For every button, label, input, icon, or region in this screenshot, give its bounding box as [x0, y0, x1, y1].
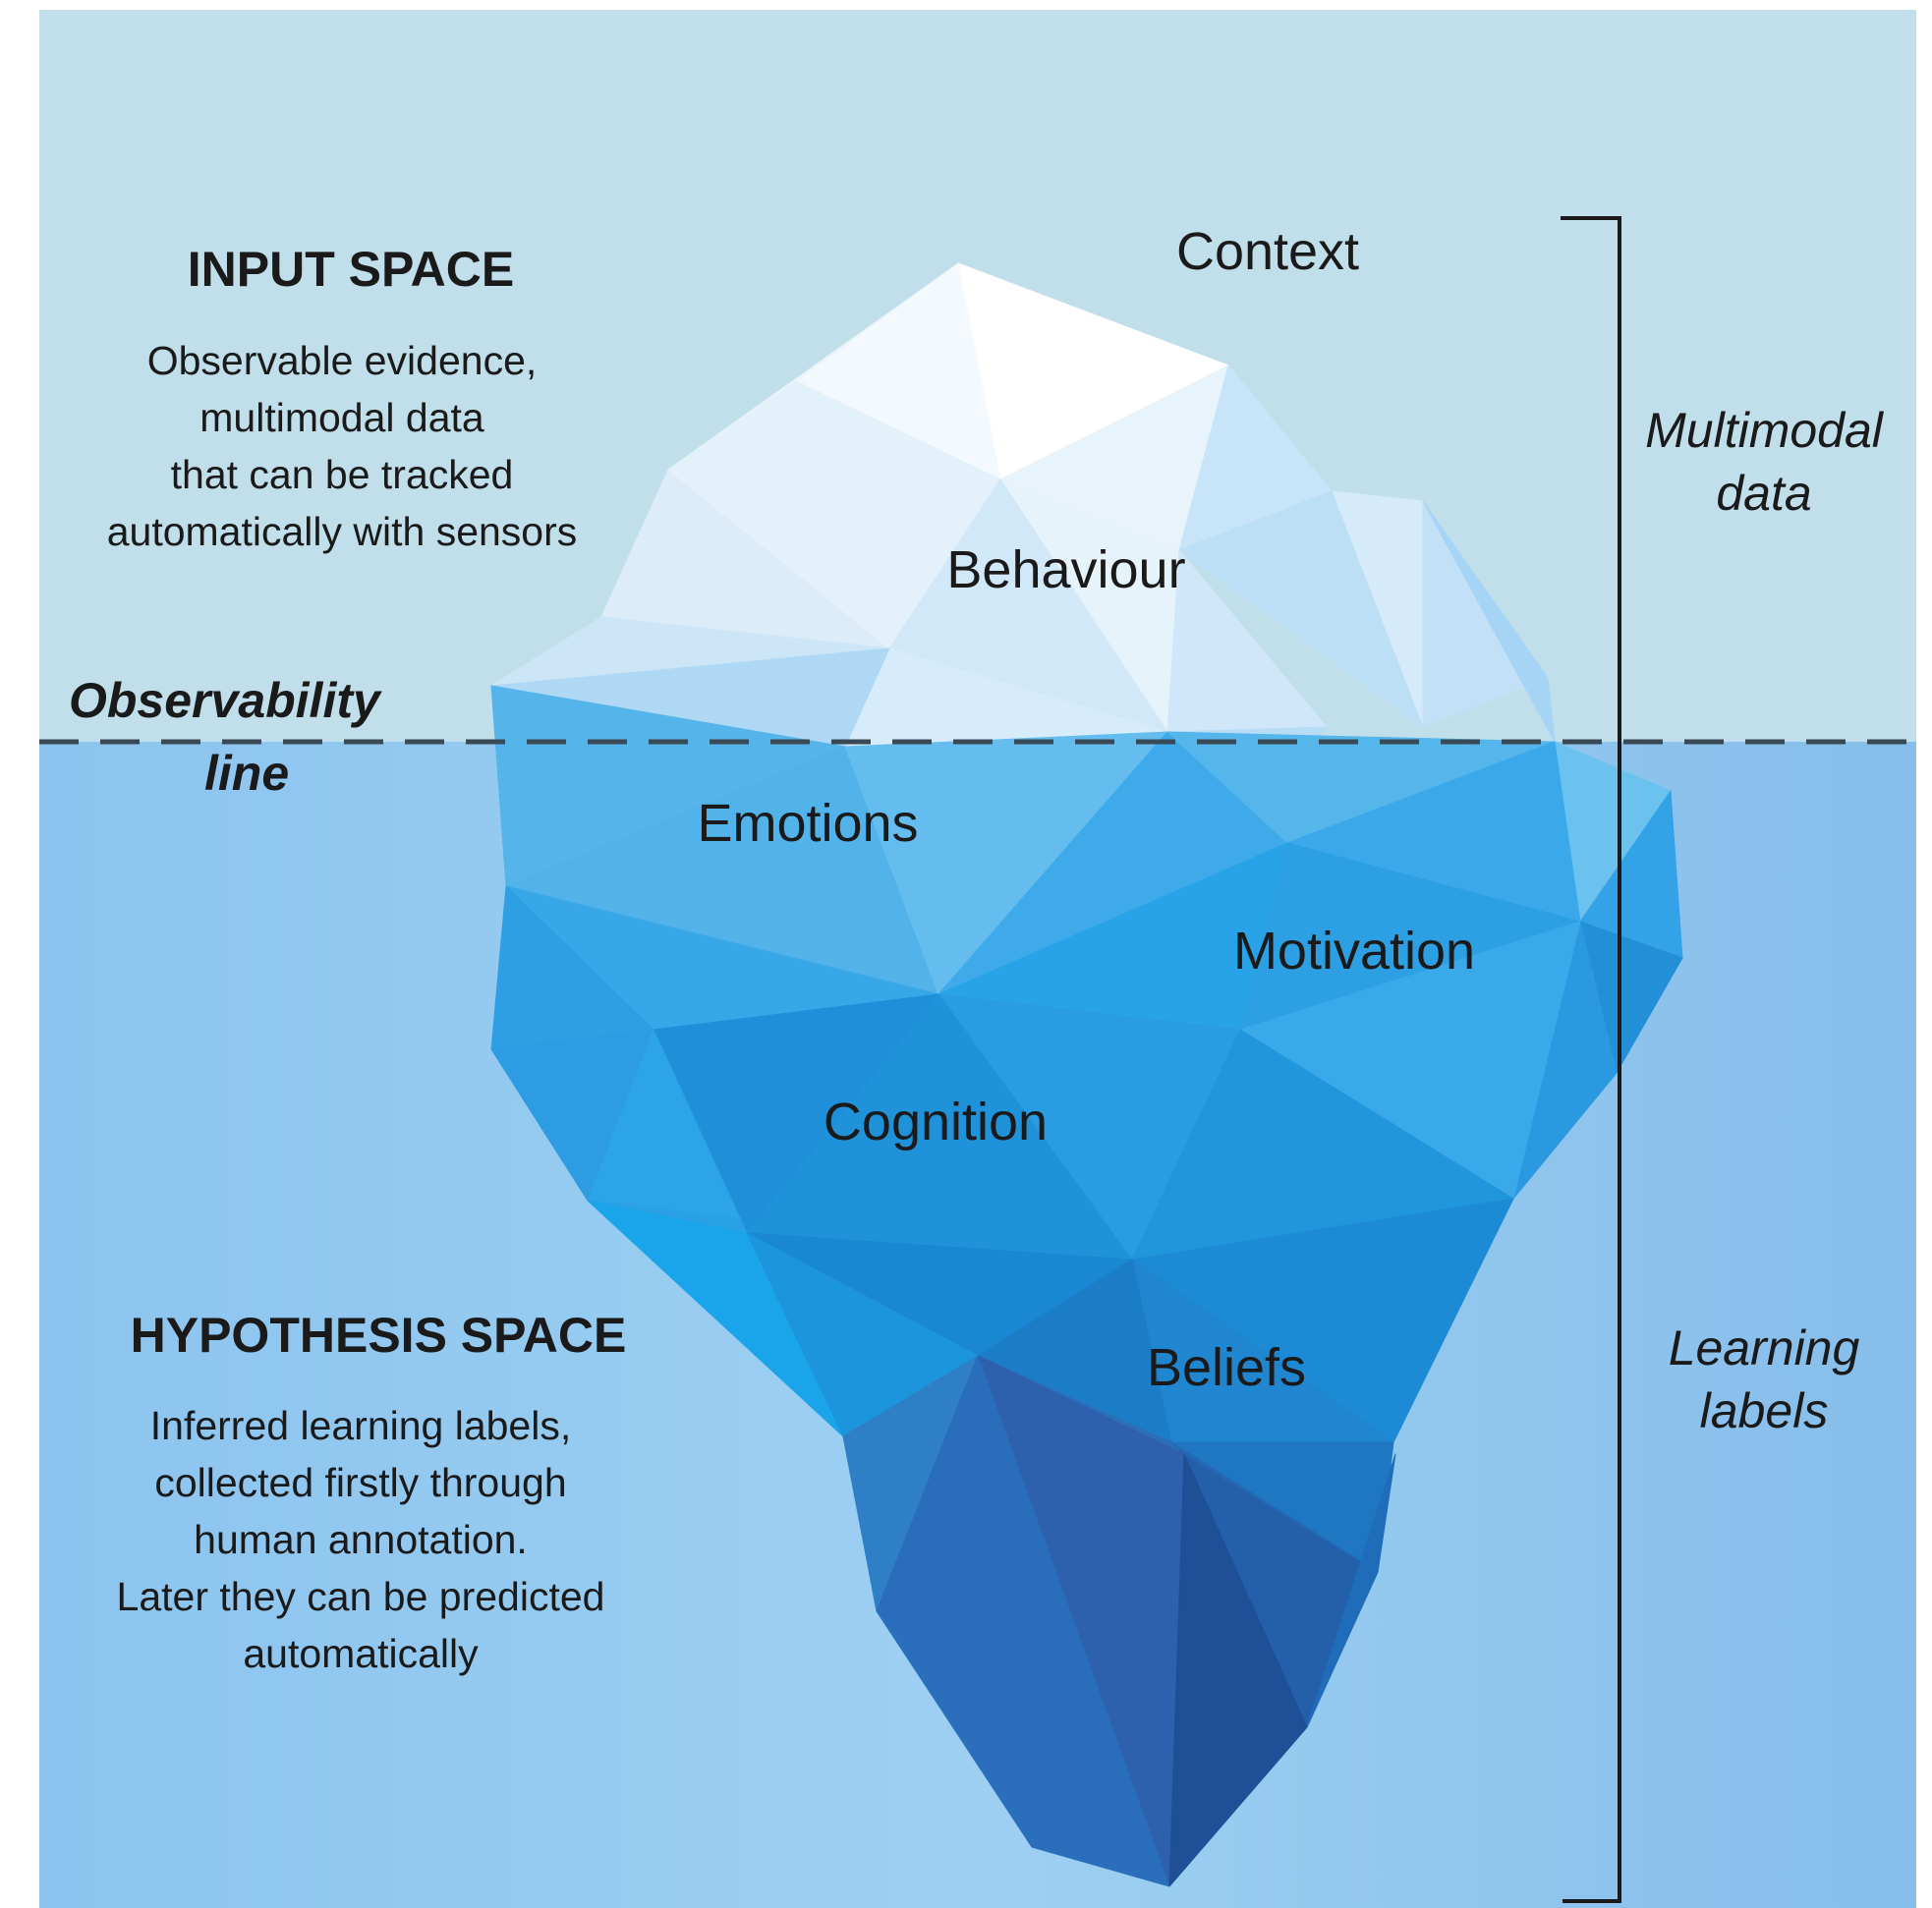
- hypothesis-space-line: collected firstly through: [154, 1460, 567, 1505]
- input-space-line: multimodal data: [199, 395, 484, 440]
- right-bracket: [1561, 216, 1621, 1903]
- beliefs-label: Beliefs: [1146, 1338, 1307, 1397]
- input-space-line: Observable evidence,: [146, 338, 538, 383]
- hypothesis-space-line: automatically: [243, 1631, 479, 1676]
- behaviour-label: Behaviour: [946, 540, 1186, 599]
- iceberg-facet: [1168, 1453, 1308, 1887]
- learning-labels-line: labels: [1699, 1383, 1829, 1438]
- observability-label-line1: Observability: [69, 673, 380, 728]
- hypothesis-space-title: HYPOTHESIS SPACE: [130, 1308, 627, 1363]
- context-label: Context: [1175, 222, 1360, 281]
- hypothesis-space-line: human annotation.: [194, 1517, 528, 1562]
- cognition-label: Cognition: [823, 1093, 1049, 1151]
- multimodal-data-label: Multimodal data: [1645, 399, 1883, 525]
- hypothesis-space-line: Inferred learning labels,: [149, 1403, 572, 1448]
- input-space-title: INPUT SPACE: [187, 242, 515, 297]
- iceberg-facet: [1422, 500, 1556, 743]
- learning-labels-line: Learning: [1668, 1320, 1860, 1375]
- iceberg-facet: [1170, 1441, 1379, 1573]
- emotions-label: Emotions: [697, 794, 919, 853]
- iceberg-facet: [1306, 1453, 1396, 1728]
- iceberg-facet: [876, 1610, 1170, 1887]
- observability-label-line2: line: [204, 746, 290, 801]
- multimodal-data-line: Multimodal: [1645, 403, 1883, 458]
- input-space-line: automatically with sensors: [106, 509, 578, 554]
- learning-labels-label: Learning labels: [1669, 1317, 1860, 1442]
- hypothesis-space-description: Inferred learning labels, collected firs…: [117, 1397, 605, 1682]
- iceberg: [490, 262, 1683, 1887]
- multimodal-data-line: data: [1716, 466, 1812, 521]
- input-space-description: Observable evidence, multimodal data tha…: [107, 332, 578, 560]
- motivation-label: Motivation: [1232, 922, 1476, 981]
- input-space-line: that can be tracked: [170, 452, 514, 497]
- hypothesis-space-line: Later they can be predicted: [116, 1574, 605, 1619]
- iceberg-facet: [1178, 490, 1424, 728]
